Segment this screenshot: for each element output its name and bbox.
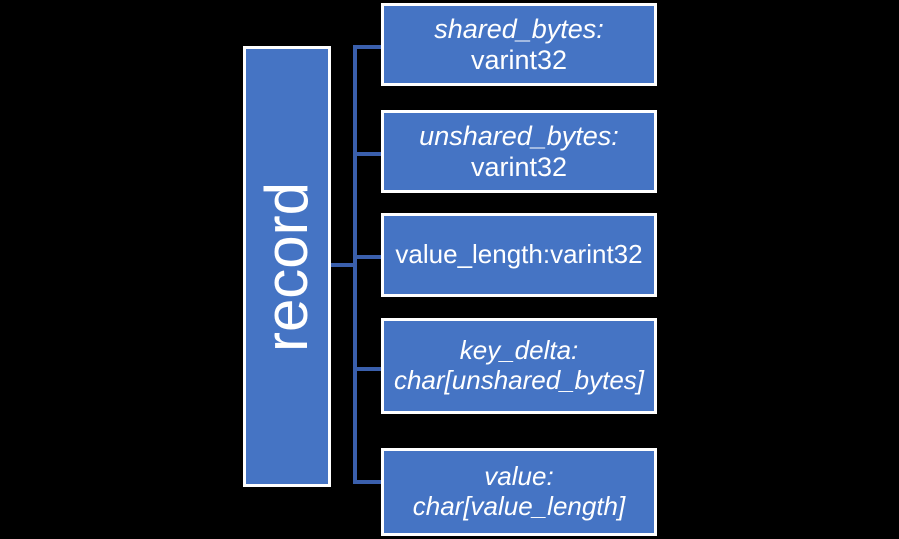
node-value-length[interactable]: value_length:varint32 xyxy=(381,213,657,297)
node-unshared-bytes[interactable]: unshared_bytes: varint32 xyxy=(381,110,657,193)
connector-stub-key-delta xyxy=(355,367,383,371)
connector-spine xyxy=(353,45,357,484)
connector-stub-value xyxy=(355,480,383,484)
node-value[interactable]: value: char[value_length] xyxy=(381,448,657,536)
node-key-delta-line1: key_delta: xyxy=(459,335,579,366)
node-value-line2: char[value_length] xyxy=(412,491,626,521)
connector-stub-unshared-bytes xyxy=(355,152,383,156)
connector-stub-value-length xyxy=(355,255,383,259)
node-shared-bytes-line2: varint32 xyxy=(470,44,568,75)
node-record-label: record xyxy=(253,181,321,352)
node-unshared-bytes-line1: unshared_bytes: xyxy=(419,120,619,151)
connector-stub-shared-bytes xyxy=(355,45,383,49)
node-key-delta[interactable]: key_delta: char[unshared_bytes] xyxy=(381,318,657,414)
node-value-line1: value: xyxy=(484,461,554,492)
node-unshared-bytes-line2: varint32 xyxy=(470,151,568,182)
node-value-length-line1: value_length:varint32 xyxy=(395,239,643,270)
node-shared-bytes[interactable]: shared_bytes: varint32 xyxy=(381,3,657,86)
node-key-delta-line2: char[unshared_bytes] xyxy=(393,365,645,395)
node-record[interactable]: record xyxy=(243,46,331,487)
node-key-delta-text: key_delta: char[unshared_bytes] xyxy=(384,336,654,395)
node-value-length-text: value_length:varint32 xyxy=(384,239,654,270)
node-unshared-bytes-text: unshared_bytes: varint32 xyxy=(384,121,654,183)
node-value-text: value: char[value_length] xyxy=(384,462,654,521)
node-shared-bytes-line1: shared_bytes: xyxy=(434,13,604,44)
node-shared-bytes-text: shared_bytes: varint32 xyxy=(384,14,654,76)
connector-root-stub xyxy=(331,263,355,267)
